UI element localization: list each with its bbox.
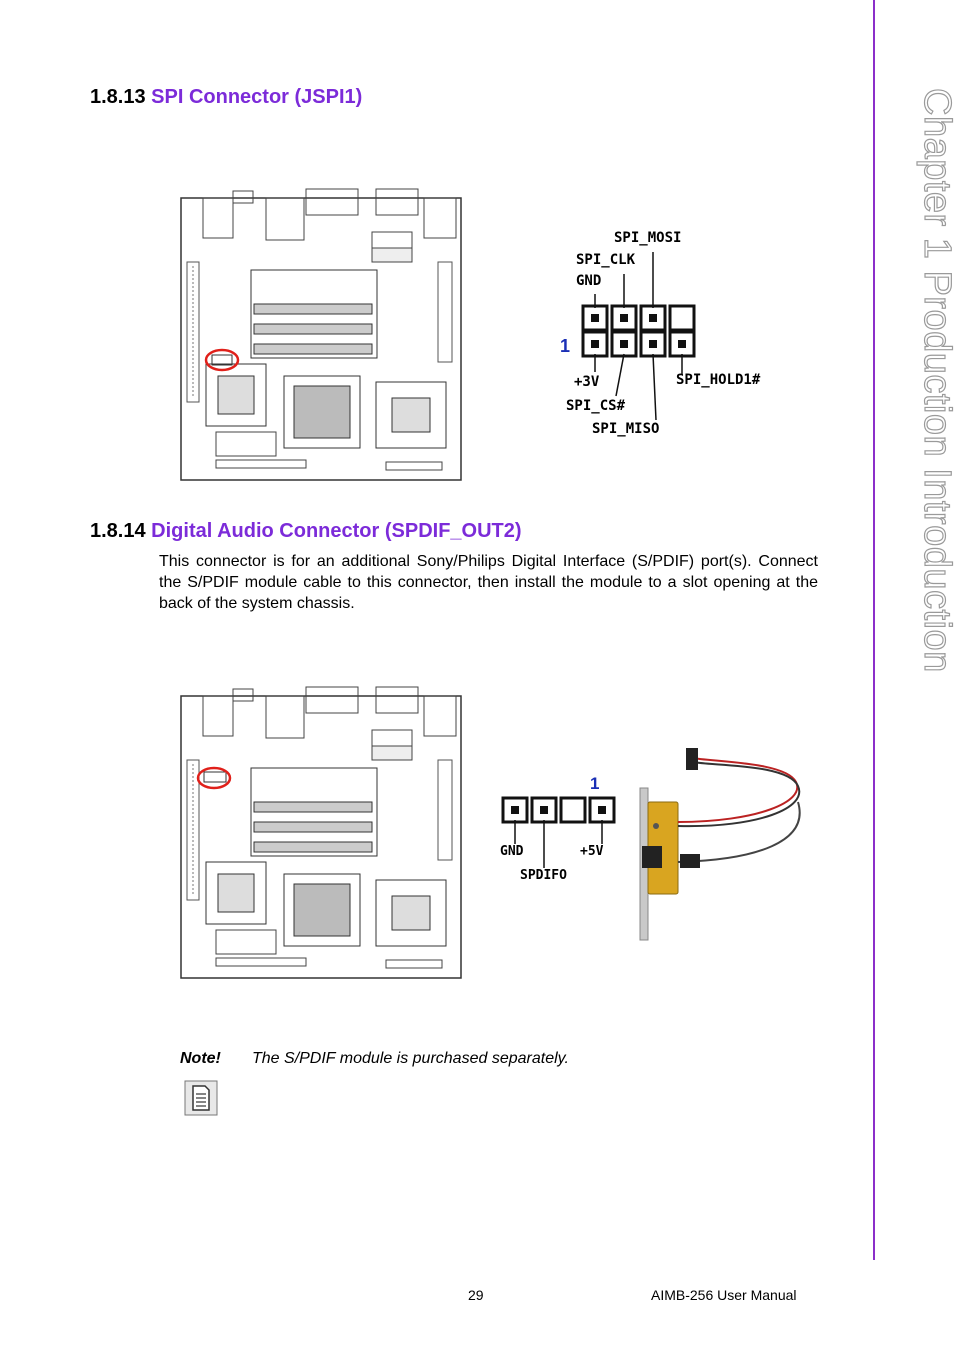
pin-label-spi-cs: SPI_CS# [566, 398, 626, 414]
pin1-marker: 1 [560, 336, 571, 356]
pin-label-3v: +3V [574, 374, 600, 390]
pin-label-spi-mosi: SPI_MOSI [614, 230, 682, 246]
chapter-side-rule [873, 0, 875, 1260]
section-title: Digital Audio Connector (SPDIF_OUT2) [151, 520, 522, 542]
section-title: SPI Connector (JSPI1) [151, 86, 363, 108]
pin-label-spi-clk: SPI_CLK [576, 252, 636, 268]
section-number: 1.8.14 [90, 520, 146, 542]
section-heading-spi: 1.8.13 SPI Connector (JSPI1) [90, 86, 362, 109]
section-heading-spdif: 1.8.14 Digital Audio Connector (SPDIF_OU… [90, 520, 522, 543]
note-text: The S/PDIF module is purchased separatel… [252, 1050, 569, 1067]
motherboard-diagram-spi [180, 188, 462, 481]
manual-title: AIMB-256 User Manual [651, 1287, 797, 1303]
spdif-header-and-module [501, 748, 801, 941]
chapter-side-title: Chapter 1 Production Introduction [915, 87, 954, 673]
note-label: Note! [180, 1050, 221, 1067]
pin-label-spi-hold: SPI_HOLD1# [676, 372, 761, 388]
section-number: 1.8.13 [90, 86, 146, 108]
pin-label-spdifo: SPDIFO [520, 868, 567, 883]
spdif-pinout-diagram: 1 GND +5V SPDIFO [496, 742, 812, 946]
section-paragraph: This connector is for an additional Sony… [159, 553, 818, 612]
note-document-icon [184, 1080, 218, 1116]
pin-label-gnd: GND [500, 844, 524, 859]
pin1-marker: 1 [590, 774, 600, 793]
page-number: 29 [468, 1287, 484, 1303]
pin-label-5v: +5V [580, 844, 604, 859]
motherboard-diagram-spdif [180, 686, 462, 979]
pin-label-gnd: GND [576, 273, 602, 289]
spi-pin-header [578, 252, 700, 421]
spi-pinout-diagram: SPI_MOSI SPI_CLK GND 1 +3V SPI_HOLD1# SP… [556, 224, 786, 450]
pin-label-spi-miso: SPI_MISO [592, 421, 660, 437]
